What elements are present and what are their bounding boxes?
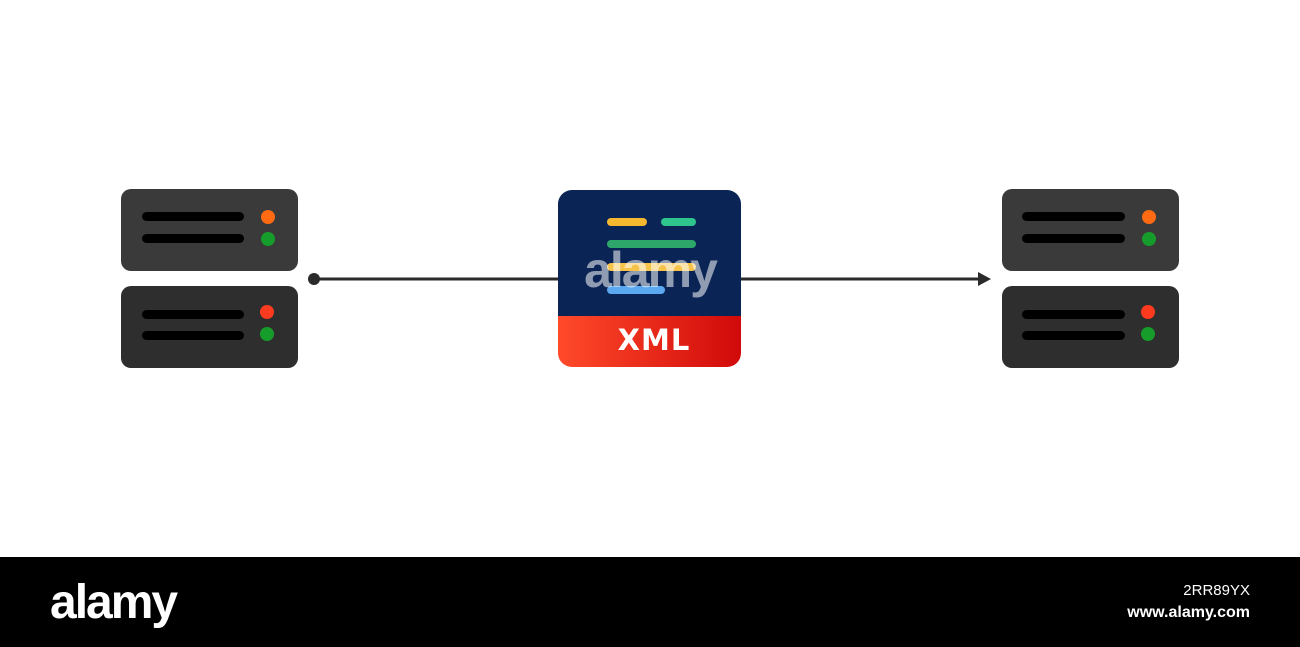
server-unit-top — [1002, 189, 1179, 271]
server-unit-top — [121, 189, 298, 271]
status-light-icon — [1142, 232, 1156, 246]
status-light-icon — [261, 210, 275, 224]
status-light-icon — [260, 327, 274, 341]
file-format-label: XML — [618, 323, 691, 357]
data-transfer-diagram: alamy XML — [121, 189, 1179, 368]
status-light-icon — [260, 305, 274, 319]
brand-logo: alamy — [50, 576, 178, 629]
code-line-icon — [607, 286, 665, 294]
watermark-text: alamy — [584, 242, 718, 298]
server-unit-bottom — [1002, 286, 1179, 368]
format-band — [558, 316, 741, 367]
status-light-icon — [261, 232, 275, 246]
xml-file-icon: alamy XML — [558, 190, 741, 367]
status-light-icon — [1141, 327, 1155, 341]
source-server-icon — [121, 189, 298, 368]
document-body — [558, 190, 741, 317]
target-server-icon — [1002, 189, 1179, 368]
code-line-icon — [661, 218, 696, 226]
server-unit-bottom — [121, 286, 298, 368]
status-light-icon — [1142, 210, 1156, 224]
stock-footer-bar: alamy 2RR89YX www.alamy.com — [0, 557, 1300, 647]
code-line-icon — [607, 240, 696, 248]
image-id-label: 2RR89YX — [1183, 582, 1250, 599]
status-light-icon — [1141, 305, 1155, 319]
arrow-head-icon — [978, 272, 991, 286]
code-line-icon — [607, 263, 696, 271]
site-url-label: www.alamy.com — [1127, 604, 1250, 621]
source-connector — [308, 273, 558, 285]
code-line-icon — [607, 218, 647, 226]
target-connector — [741, 272, 991, 286]
